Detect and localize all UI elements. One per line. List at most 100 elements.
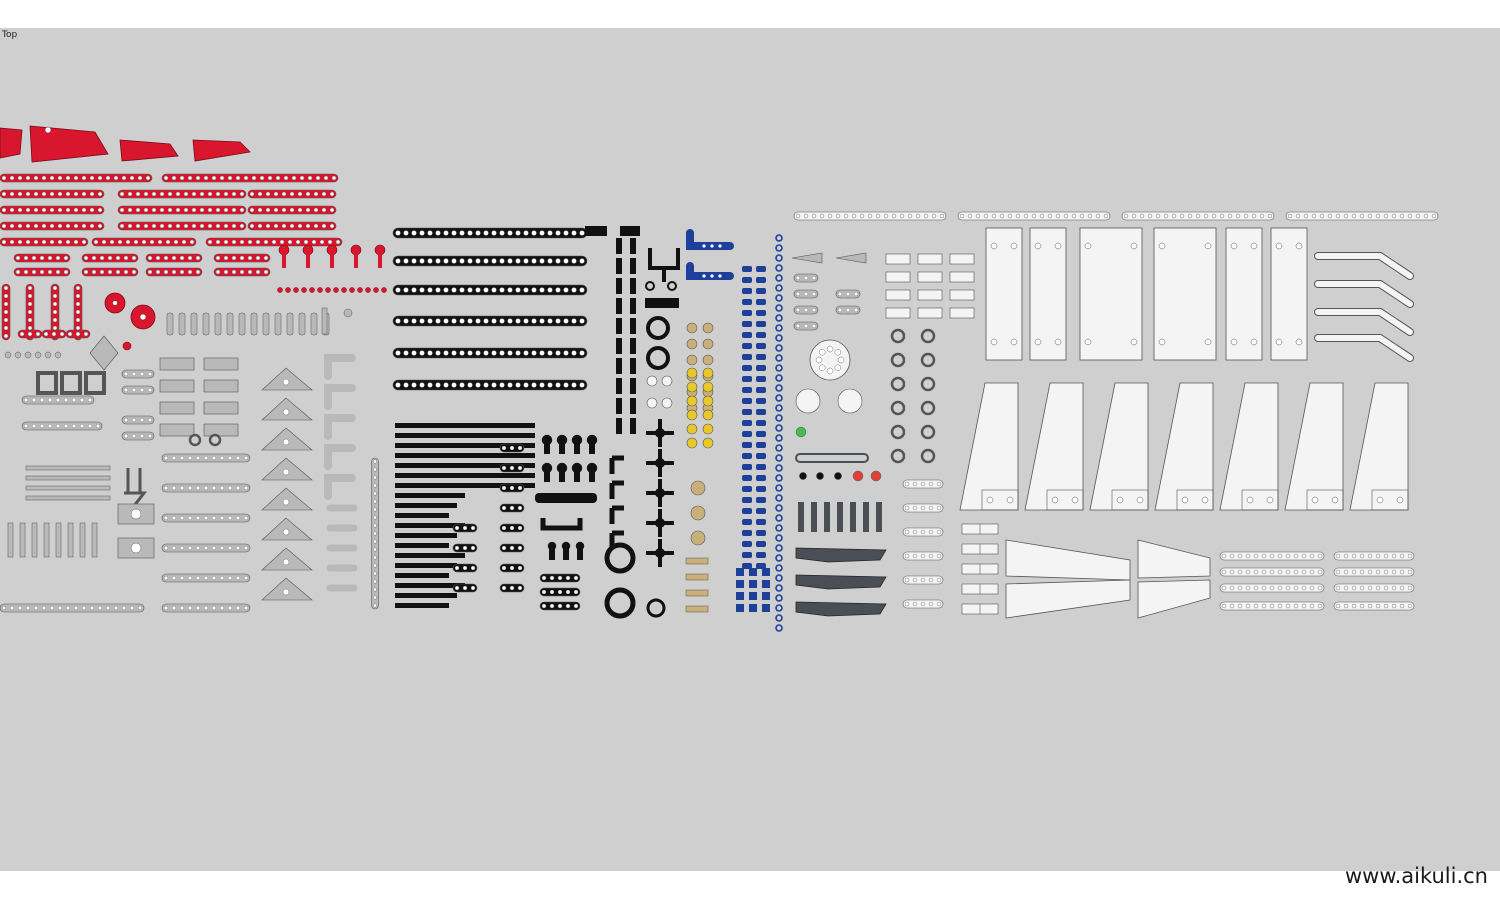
beam-hole	[81, 223, 87, 229]
beam-hole	[283, 175, 289, 181]
blue-pin	[742, 442, 752, 448]
white-bushing	[920, 448, 936, 464]
beam-hole	[1261, 553, 1267, 559]
beam-hole	[373, 491, 377, 496]
blue-pin	[742, 354, 752, 360]
beam-hole	[203, 515, 209, 521]
white-bent-beam-fill	[1315, 253, 1413, 279]
beam-hole	[1237, 553, 1243, 559]
beam-hole	[1095, 213, 1101, 219]
beam-hole	[395, 382, 401, 388]
beam-hole	[195, 515, 201, 521]
beam-hole	[1367, 603, 1373, 609]
beam-hole	[373, 563, 377, 568]
beam-hole	[451, 382, 457, 388]
beam-hole	[1351, 213, 1357, 219]
beam-hole	[187, 575, 193, 581]
blue-pin	[756, 475, 766, 481]
beam-hole	[227, 515, 233, 521]
white-bushing	[890, 328, 906, 344]
black-axle	[395, 463, 535, 468]
beam-hole	[119, 207, 125, 213]
blue-bushing	[775, 244, 783, 252]
beam-hole	[271, 239, 277, 245]
beam-hole	[129, 605, 135, 611]
beam-hole	[175, 207, 181, 213]
beam-hole	[936, 553, 942, 559]
beam-hole	[257, 191, 263, 197]
beam-hole	[515, 230, 521, 236]
blue-bushing	[775, 544, 783, 552]
light-grey-small-group	[646, 375, 673, 409]
tan-bushing	[702, 322, 714, 334]
blue-bushing	[775, 354, 783, 362]
red-connector	[350, 244, 362, 256]
beam-hole	[235, 605, 241, 611]
panel-hole	[1054, 338, 1062, 346]
beam-hole	[1047, 213, 1053, 219]
connector-hole	[130, 508, 142, 520]
beam-hole	[557, 589, 563, 595]
beam-hole	[1407, 603, 1413, 609]
viewport-label[interactable]: Top	[2, 30, 18, 40]
beam-hole	[181, 239, 187, 245]
beam-hole	[1277, 569, 1283, 575]
beam-hole	[75, 301, 81, 307]
grey-connector-block	[203, 357, 239, 371]
beam-hole	[71, 423, 77, 429]
beam-hole	[249, 207, 255, 213]
white-connector	[917, 253, 943, 265]
beam-hole	[147, 269, 153, 275]
white-bushing	[890, 352, 906, 368]
beam-hole	[1343, 569, 1349, 575]
beam-hole	[99, 255, 105, 261]
beam-hole	[51, 331, 57, 337]
panel-hole	[1204, 242, 1212, 250]
beam-hole	[1237, 585, 1243, 591]
blue-pin	[742, 332, 752, 338]
beam-hole	[904, 529, 910, 535]
beam-hole	[1317, 603, 1323, 609]
beam-hole	[281, 191, 287, 197]
beam-hole	[115, 269, 121, 275]
beam-hole	[163, 605, 169, 611]
beam-hole	[243, 515, 249, 521]
beam-hole	[235, 175, 241, 181]
grey-axle	[91, 522, 98, 558]
beam-hole	[1367, 553, 1373, 559]
beam-hole	[231, 255, 237, 261]
red-pin-head	[325, 287, 331, 293]
beam-hole	[329, 207, 335, 213]
blue-pin	[756, 365, 766, 371]
beam-hole	[373, 467, 377, 472]
beam-hole	[517, 505, 523, 511]
turntable-hole	[815, 356, 823, 364]
grey-pin	[286, 312, 294, 336]
beam-hole	[55, 397, 61, 403]
beam-hole	[1267, 213, 1273, 219]
beam-hole	[1285, 569, 1291, 575]
cad-top-viewport[interactable]: Top	[0, 28, 1500, 871]
beam-hole	[145, 175, 151, 181]
dark-grey-axle	[876, 502, 882, 532]
beam-hole	[1277, 553, 1283, 559]
beam-hole	[227, 575, 233, 581]
beam-hole	[483, 230, 489, 236]
white-bent-beam-fill	[1315, 335, 1413, 361]
beam-hole	[1295, 213, 1301, 219]
parts-layout-canvas[interactable]	[0, 28, 1500, 871]
beam-hole	[936, 601, 942, 607]
beam-hole	[243, 485, 249, 491]
beam-hole	[1359, 585, 1365, 591]
red-connector	[326, 244, 338, 256]
beam-hole	[195, 545, 201, 551]
beam-hole	[555, 318, 561, 324]
beam-hole	[147, 417, 153, 423]
beam-hole	[115, 255, 121, 261]
blue-bushing	[775, 464, 783, 472]
beam-hole	[1415, 213, 1421, 219]
beam-hole	[131, 387, 137, 393]
blue-pin	[742, 288, 752, 294]
panel-hole	[1266, 496, 1274, 504]
black-connector-stem	[589, 442, 595, 454]
